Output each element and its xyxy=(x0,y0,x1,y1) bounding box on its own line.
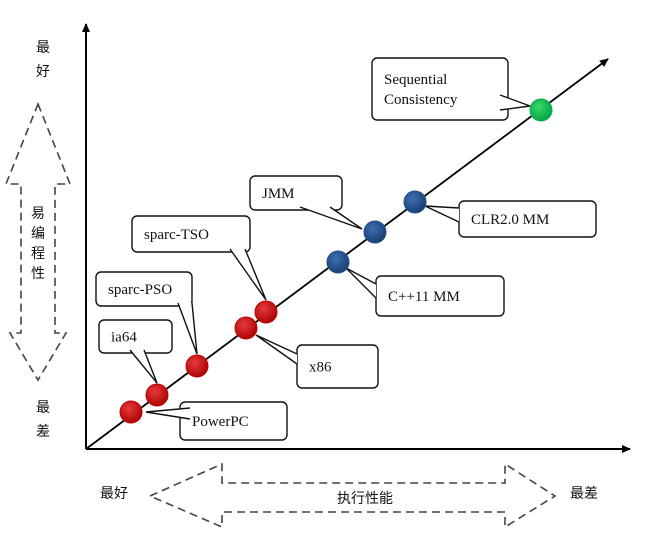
callout-label: C++11 MM xyxy=(388,289,460,305)
callout-box xyxy=(296,344,379,389)
callout-tail xyxy=(255,334,298,365)
callout-tail xyxy=(229,248,267,301)
callout-box xyxy=(179,401,288,441)
y-caption-1: 易 xyxy=(31,206,45,222)
node-sparc-pso xyxy=(185,354,209,378)
callout-box xyxy=(95,271,193,307)
node-sparc-tso xyxy=(254,300,278,324)
callout-tail xyxy=(499,94,531,111)
callout-label: Sequential xyxy=(384,72,447,88)
x-right-label: 最差 xyxy=(570,486,598,502)
vertical-double-arrow xyxy=(4,101,72,382)
y-caption-2: 编 xyxy=(31,226,45,242)
node-jmm xyxy=(363,220,387,244)
callout-label: x86 xyxy=(309,360,332,376)
horizontal-double-arrow xyxy=(148,462,557,529)
callout-tail xyxy=(299,206,363,230)
callout-ia64: ia64 xyxy=(98,319,173,384)
y-top-label-2: 好 xyxy=(36,64,50,80)
callout-sparc-tso: sparc-TSO xyxy=(131,215,267,301)
callout-x86: x86 xyxy=(255,334,379,389)
callout-box xyxy=(371,57,509,121)
callout-tail-fill xyxy=(500,95,530,110)
y-bottom-label-2: 差 xyxy=(36,424,50,440)
node-powerpc xyxy=(119,400,143,424)
node-x86 xyxy=(234,316,258,340)
node-clr2-mm xyxy=(403,190,427,214)
nodes-layer: PowerPC ia64 sparc-PSO x86 sparc-TSO C++11 MM… xyxy=(95,57,597,441)
callout-label: sparc-TSO xyxy=(144,227,209,243)
callout-label: CLR2.0 MM xyxy=(471,212,549,228)
callout-tail xyxy=(177,302,198,355)
callout-cpp11-mm: C++11 MM xyxy=(345,267,505,317)
x-left-label: 最好 xyxy=(100,486,128,502)
callout-tail xyxy=(129,349,158,384)
callout-jmm: JMM xyxy=(249,175,363,230)
node-sequential-consistency xyxy=(529,98,553,122)
y-caption-4: 性 xyxy=(31,266,45,282)
y-bottom-label-1: 最 xyxy=(36,400,50,416)
callout-tail xyxy=(145,407,191,420)
callout-label: sparc-PSO xyxy=(108,282,172,298)
node-ia64 xyxy=(145,383,169,407)
callout-label: JMM xyxy=(262,186,295,202)
y-top-label-1: 最 xyxy=(36,40,50,56)
callout-sparc-pso: sparc-PSO xyxy=(95,271,198,355)
callout-clr2-mm: CLR2.0 MM xyxy=(424,200,597,238)
trend-line xyxy=(85,58,609,450)
callout-label: PowerPC xyxy=(192,414,249,430)
node-cpp11-mm xyxy=(326,250,350,274)
callout-label: ia64 xyxy=(111,330,137,346)
callout-tail-fill xyxy=(146,408,190,419)
y-caption-3: 程 xyxy=(31,246,45,262)
callout-box xyxy=(131,215,251,253)
callout-powerpc: PowerPC xyxy=(145,401,288,441)
x-axis-caption: 执行性能 xyxy=(337,491,393,507)
callout-box xyxy=(249,175,343,211)
callout-label: Consistency xyxy=(384,92,458,108)
